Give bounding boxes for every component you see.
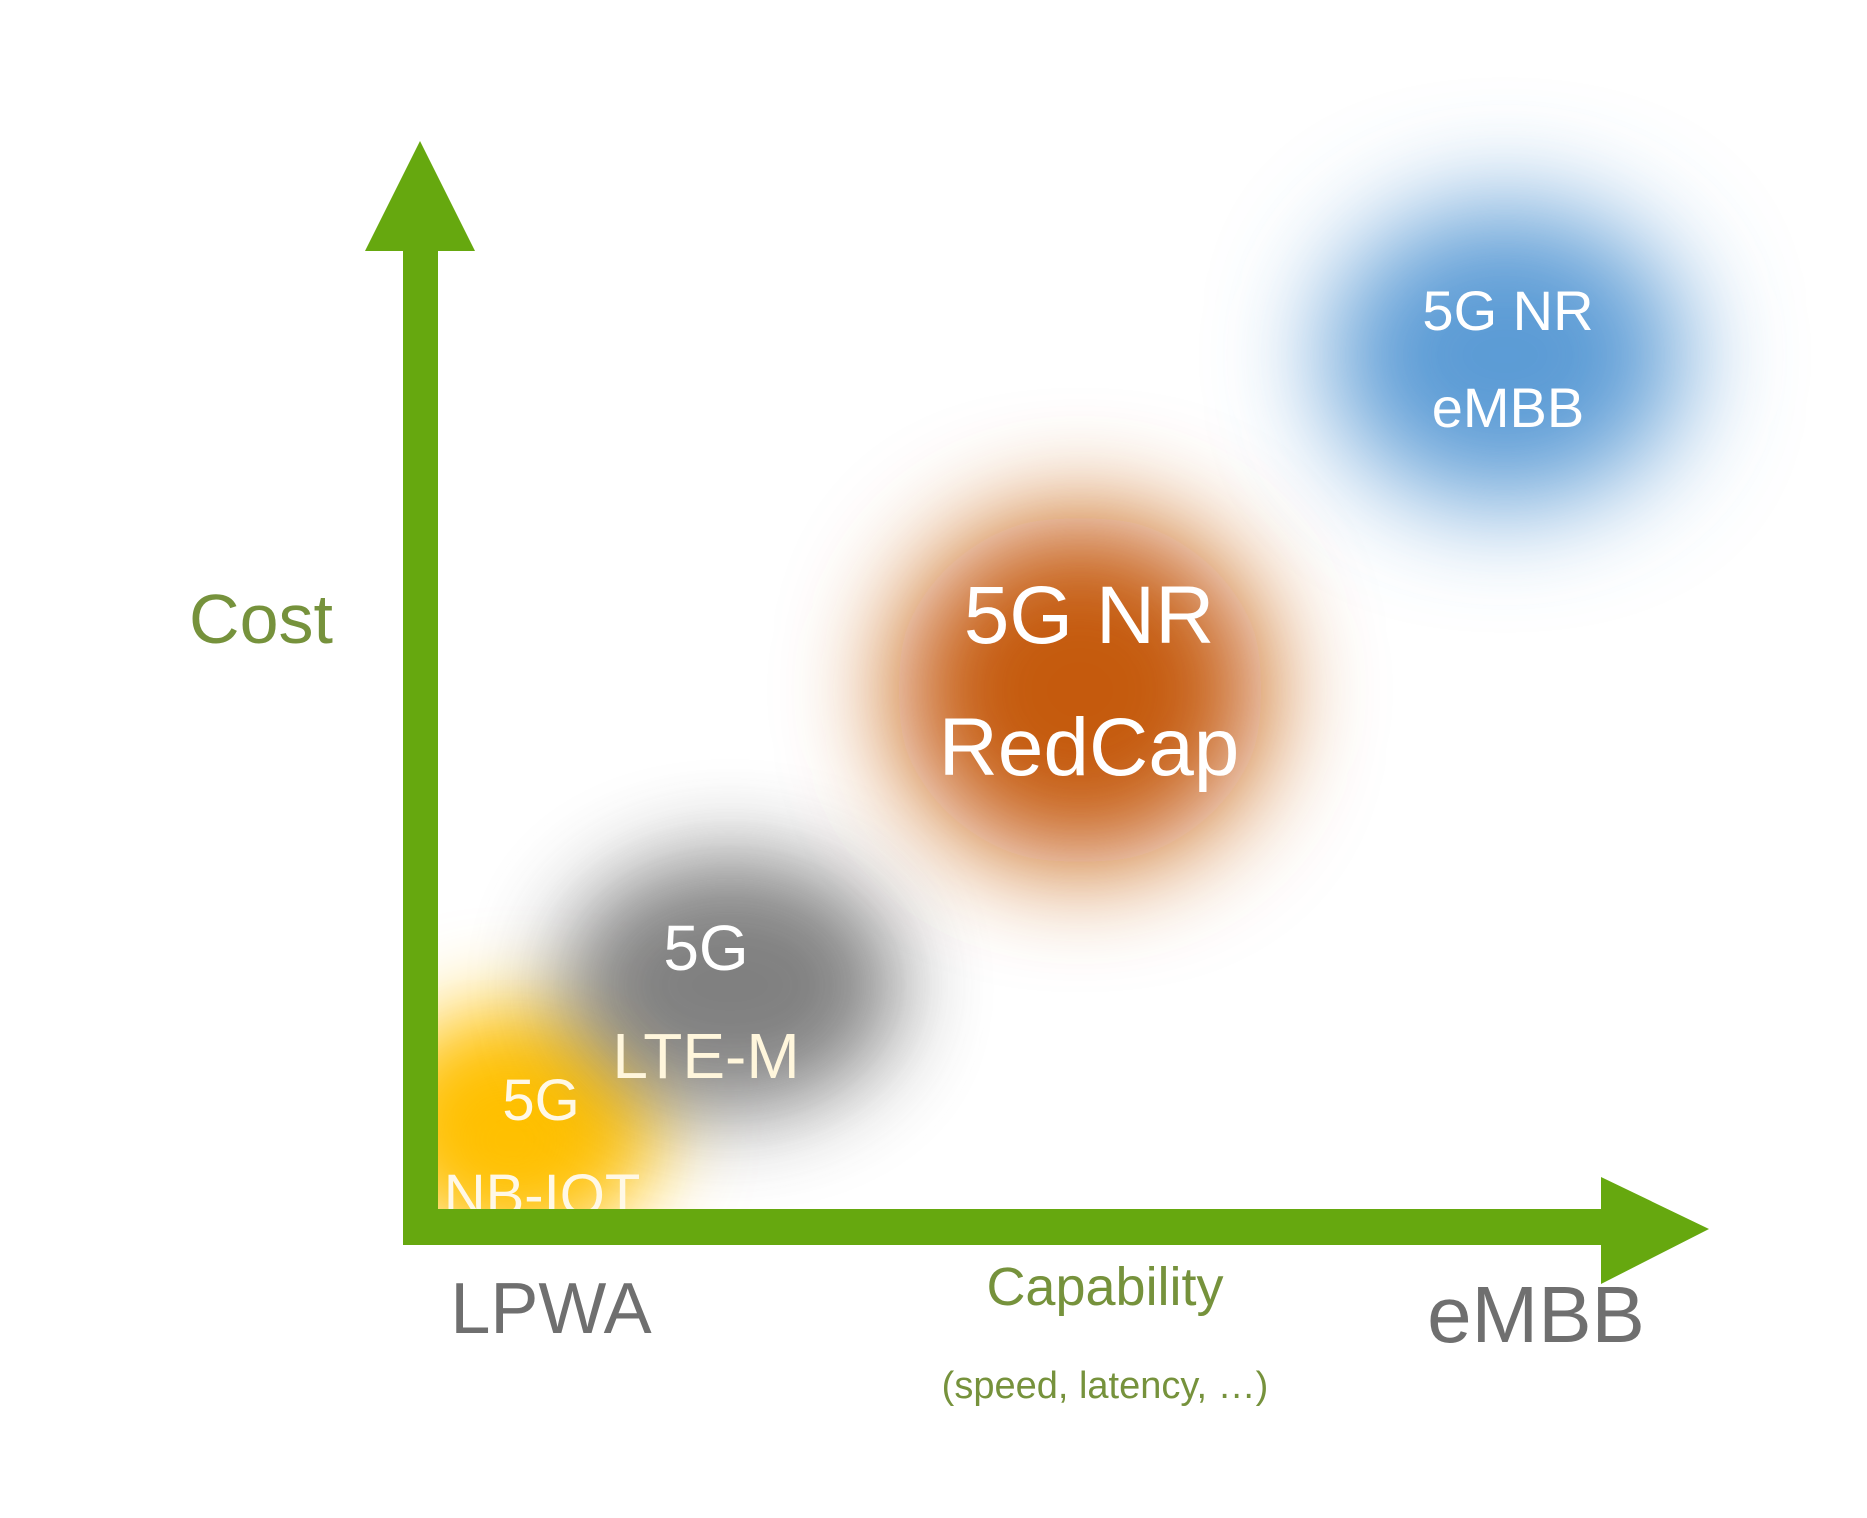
nbiot-label-line2: NB-IOT — [444, 1163, 641, 1228]
y-axis-shaft — [403, 245, 438, 1245]
x-axis-start-label: LPWA — [450, 1269, 651, 1349]
redcap-label-line1: 5G NR — [964, 570, 1215, 661]
embb-label-line1: 5G NR — [1422, 279, 1593, 342]
y-axis-arrowhead — [365, 141, 475, 251]
x-axis-shaft — [403, 1209, 1608, 1245]
redcap-blob — [895, 515, 1265, 865]
embb-label-line2: eMBB — [1432, 376, 1585, 439]
nbiot-label-line1: 5G — [502, 1068, 579, 1133]
y-axis-label: Cost — [189, 580, 333, 658]
ltem-label-line2: LTE-M — [612, 1020, 799, 1092]
x-axis-end-label: eMBB — [1427, 1270, 1645, 1359]
embb-blob — [1325, 205, 1685, 505]
x-axis-label: Capability — [986, 1257, 1223, 1317]
ltem-label-line1: 5G — [663, 912, 748, 984]
x-axis-sublabel: (speed, latency, …) — [942, 1365, 1269, 1407]
ltem-blob — [560, 855, 900, 1115]
nbiot-blob-overlay — [438, 1060, 605, 1209]
redcap-label-line2: RedCap — [939, 702, 1240, 793]
x-axis-arrowhead — [1601, 1177, 1709, 1284]
